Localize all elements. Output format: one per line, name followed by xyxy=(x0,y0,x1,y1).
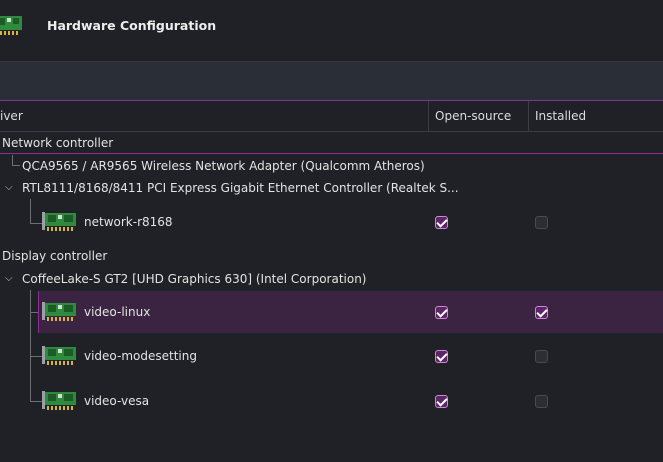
installed-checkbox[interactable] xyxy=(535,350,548,363)
driver-video-linux[interactable]: video-linux xyxy=(84,305,151,319)
column-divider[interactable] xyxy=(428,101,429,131)
installed-checkbox[interactable] xyxy=(535,306,548,319)
category-display-controller[interactable]: Display controller xyxy=(2,249,108,263)
pci-card-icon xyxy=(42,302,76,321)
chevron-down-icon[interactable]: ⌵ xyxy=(5,273,13,284)
tree-line xyxy=(30,290,31,402)
driver-video-modesetting[interactable]: video-modesetting xyxy=(84,349,197,363)
column-divider[interactable] xyxy=(528,101,529,131)
chevron-down-icon[interactable]: ⌵ xyxy=(5,182,13,193)
driver-network-r8168[interactable]: network-r8168 xyxy=(84,215,173,229)
installed-checkbox[interactable] xyxy=(535,216,548,229)
pci-card-icon xyxy=(0,16,22,35)
tree-line xyxy=(30,401,42,402)
column-header-installed[interactable]: Installed xyxy=(535,109,587,123)
open-source-checkbox xyxy=(435,395,448,408)
device-wireless-adapter[interactable]: QCA9565 / AR9565 Wireless Network Adapte… xyxy=(22,159,425,173)
open-source-checkbox xyxy=(435,350,448,363)
group-separator xyxy=(0,153,663,154)
pci-card-icon xyxy=(42,346,76,365)
category-network-controller[interactable]: Network controller xyxy=(2,136,114,150)
header: Hardware Configuration xyxy=(0,0,663,56)
installed-checkbox[interactable] xyxy=(535,395,548,408)
open-source-checkbox xyxy=(435,306,448,319)
header-separator xyxy=(0,131,663,132)
selected-row-highlight[interactable] xyxy=(38,291,663,333)
column-header-open-source[interactable]: Open-source xyxy=(435,109,512,123)
device-graphics-controller[interactable]: CoffeeLake-S GT2 [UHD Graphics 630] (Int… xyxy=(22,272,367,286)
page-title: Hardware Configuration xyxy=(47,18,217,33)
tree-line xyxy=(30,199,31,223)
pci-card-icon xyxy=(42,391,76,410)
tree-line xyxy=(12,155,13,165)
tree-line xyxy=(12,165,20,166)
open-source-checkbox xyxy=(435,216,448,229)
driver-table: iver Open-source Installed Network contr… xyxy=(0,100,663,462)
column-header-driver[interactable]: iver xyxy=(0,109,23,123)
driver-video-vesa[interactable]: video-vesa xyxy=(84,394,150,408)
tree-line xyxy=(30,223,42,224)
device-ethernet-controller[interactable]: RTL8111/8168/8411 PCI Express Gigabit Et… xyxy=(22,181,459,195)
tree-line xyxy=(30,356,42,357)
tree-line xyxy=(30,312,42,313)
pci-card-icon xyxy=(42,212,76,231)
toolbar xyxy=(0,61,663,101)
